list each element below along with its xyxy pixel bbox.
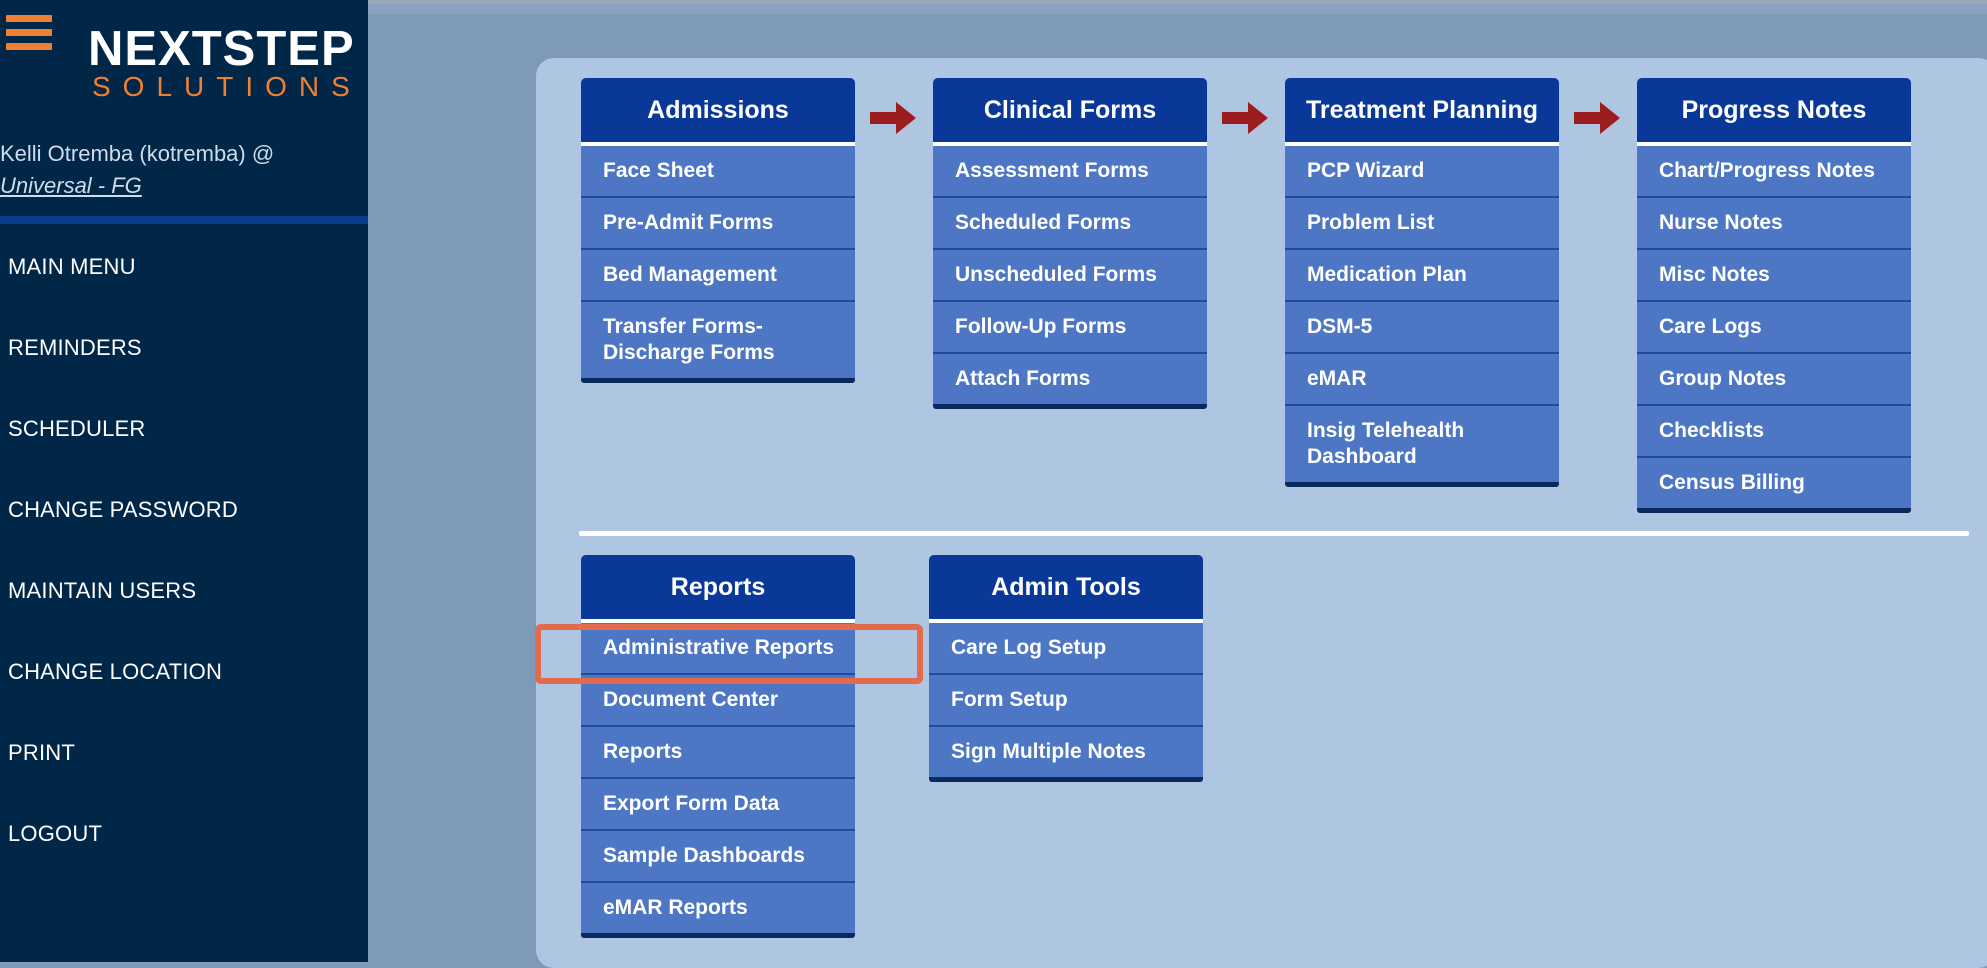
clinical-forms-box: Clinical Forms Assessment Forms Schedule… (933, 78, 1207, 407)
problem-list-link[interactable]: Problem List (1285, 196, 1559, 248)
pre-admit-forms-link[interactable]: Pre-Admit Forms (581, 196, 855, 248)
menu-item-logout[interactable]: LOGOUT (8, 821, 103, 846)
user-location-link[interactable]: Universal - FG (0, 173, 142, 198)
transfer-forms-discharge-link[interactable]: Transfer Forms-Discharge Forms (581, 300, 855, 378)
admissions-header: Admissions (581, 78, 855, 146)
census-billing-link[interactable]: Census Billing (1637, 456, 1911, 508)
menu-item-maintain-users[interactable]: MAINTAIN USERS (8, 578, 197, 603)
arrow-right-icon (1574, 102, 1620, 134)
group-notes-link[interactable]: Group Notes (1637, 352, 1911, 404)
menu-item-main-menu[interactable]: MAIN MENU (8, 254, 136, 279)
attach-forms-link[interactable]: Attach Forms (933, 352, 1207, 404)
menu-item-change-password[interactable]: CHANGE PASSWORD (8, 497, 238, 522)
assessment-forms-link[interactable]: Assessment Forms (933, 146, 1207, 196)
emar-reports-link[interactable]: eMAR Reports (581, 881, 855, 933)
sidebar: NEXTSTEP SOLUTIONS Kelli Otremba (kotrem… (0, 0, 368, 962)
nextstep-logo: NEXTSTEP SOLUTIONS (88, 22, 362, 102)
dsm-5-link[interactable]: DSM-5 (1285, 300, 1559, 352)
pcp-wizard-link[interactable]: PCP Wizard (1285, 146, 1559, 196)
hamburger-menu-icon[interactable] (6, 15, 52, 59)
menu-item-reminders[interactable]: REMINDERS (8, 335, 142, 360)
chart-progress-notes-link[interactable]: Chart/Progress Notes (1637, 146, 1911, 196)
menu-item-print[interactable]: PRINT (8, 740, 75, 765)
nurse-notes-link[interactable]: Nurse Notes (1637, 196, 1911, 248)
treatment-planning-header: Treatment Planning (1285, 78, 1559, 146)
menu-item-scheduler[interactable]: SCHEDULER (8, 416, 146, 441)
insig-telehealth-dashboard-link[interactable]: Insig Telehealth Dashboard (1285, 404, 1559, 482)
arrow-right-icon (1222, 102, 1268, 134)
sign-multiple-notes-link[interactable]: Sign Multiple Notes (929, 725, 1203, 777)
section-divider (579, 531, 1969, 536)
logo-main-text: NEXTSTEP (88, 22, 355, 76)
reports-link[interactable]: Reports (581, 725, 855, 777)
export-form-data-link[interactable]: Export Form Data (581, 777, 855, 829)
treatment-planning-box: Treatment Planning PCP Wizard Problem Li… (1285, 78, 1559, 485)
misc-notes-link[interactable]: Misc Notes (1637, 248, 1911, 300)
care-log-setup-link[interactable]: Care Log Setup (929, 623, 1203, 673)
admissions-box: Admissions Face Sheet Pre-Admit Forms Be… (581, 78, 855, 381)
user-info: Kelli Otremba (kotremba) @ Universal - F… (0, 138, 360, 202)
reports-header: Reports (581, 555, 855, 623)
clinical-forms-header: Clinical Forms (933, 78, 1207, 146)
admin-tools-header: Admin Tools (929, 555, 1203, 623)
top-bar (0, 0, 1987, 14)
care-logs-link[interactable]: Care Logs (1637, 300, 1911, 352)
checklists-link[interactable]: Checklists (1637, 404, 1911, 456)
sidebar-divider (0, 216, 368, 224)
scheduled-forms-link[interactable]: Scheduled Forms (933, 196, 1207, 248)
medication-plan-link[interactable]: Medication Plan (1285, 248, 1559, 300)
form-setup-link[interactable]: Form Setup (929, 673, 1203, 725)
reports-box: Reports Administrative Reports Document … (581, 555, 855, 936)
administrative-reports-link[interactable]: Administrative Reports (581, 623, 855, 673)
logo-sub-text: SOLUTIONS (92, 71, 362, 102)
face-sheet-link[interactable]: Face Sheet (581, 146, 855, 196)
emar-link[interactable]: eMAR (1285, 352, 1559, 404)
sample-dashboards-link[interactable]: Sample Dashboards (581, 829, 855, 881)
bed-management-link[interactable]: Bed Management (581, 248, 855, 300)
user-name: Kelli Otremba (kotremba) @ (0, 141, 275, 166)
arrow-right-icon (870, 102, 916, 134)
admin-tools-box: Admin Tools Care Log Setup Form Setup Si… (929, 555, 1203, 780)
menu-item-change-location[interactable]: CHANGE LOCATION (8, 659, 223, 684)
follow-up-forms-link[interactable]: Follow-Up Forms (933, 300, 1207, 352)
progress-notes-header: Progress Notes (1637, 78, 1911, 146)
progress-notes-box: Progress Notes Chart/Progress Notes Nurs… (1637, 78, 1911, 511)
unscheduled-forms-link[interactable]: Unscheduled Forms (933, 248, 1207, 300)
highlight-annotation-box (535, 624, 923, 684)
